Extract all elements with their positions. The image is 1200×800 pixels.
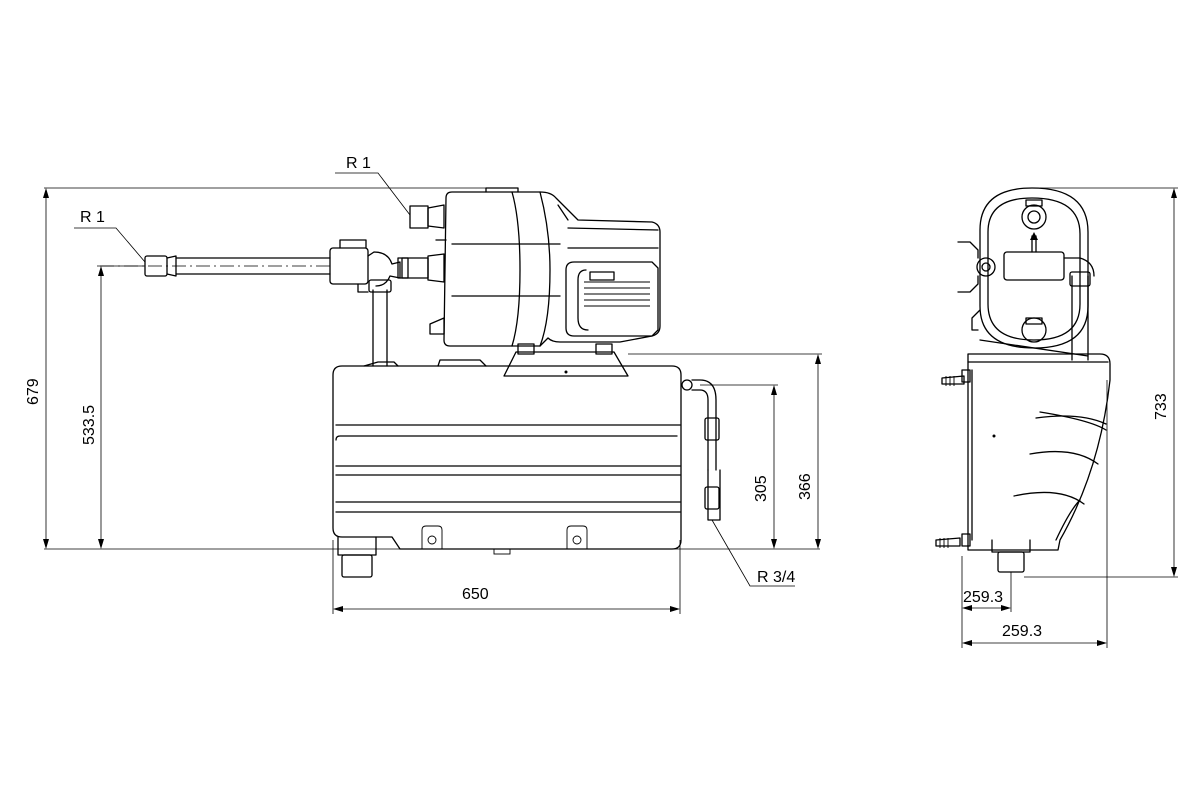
side-view: 733 259.3 259.3 xyxy=(935,187,1178,648)
dim-inlet-height: 533.5 xyxy=(81,405,98,445)
dim-tank-height: 366 xyxy=(797,473,814,500)
pump-motor xyxy=(401,187,661,347)
side-tank xyxy=(967,353,1111,551)
dim-drain-height: 305 xyxy=(753,475,770,502)
tank xyxy=(332,365,721,578)
pump-base xyxy=(503,351,629,377)
dim-total-height: 679 xyxy=(25,378,42,405)
label-outlet-r1: R 1 xyxy=(346,155,371,172)
dim-depth-inner: 259.3 xyxy=(963,589,1003,606)
front-view: R 1 R 1 R 3/4 679 533.5 366 305 xyxy=(25,155,822,614)
dim-depth-outer: 259.3 xyxy=(1002,623,1042,640)
dim-width: 650 xyxy=(462,586,489,603)
label-inlet-r1: R 1 xyxy=(80,209,105,226)
dim-side-height: 733 xyxy=(1153,393,1170,420)
riser-pipe xyxy=(372,289,388,367)
label-drain-r34: R 3/4 xyxy=(757,569,795,586)
